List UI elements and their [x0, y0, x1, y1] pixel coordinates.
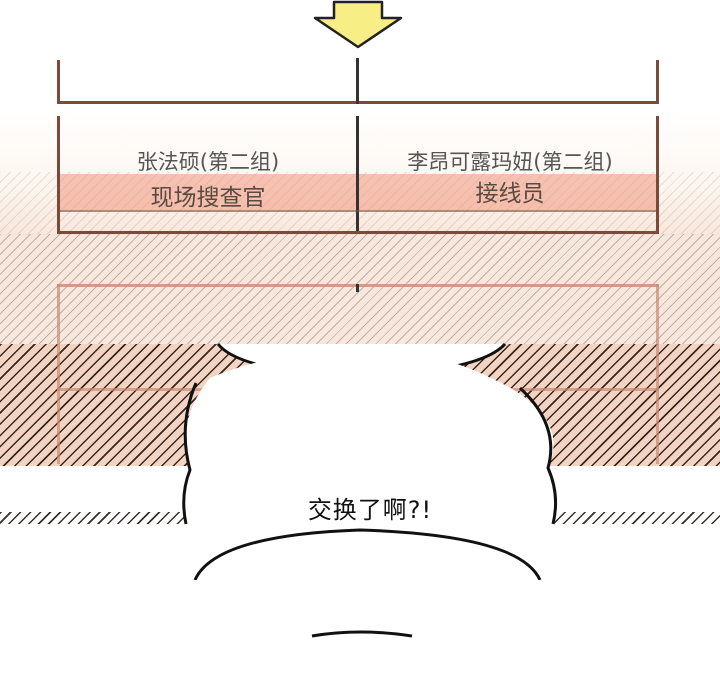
right-member-role: 接线员 [475, 181, 545, 207]
role-highlight-band [60, 174, 658, 210]
right-member-name: 李昂可露玛妞(第二组) [407, 150, 613, 174]
left-member-name: 张法硕(第二组) [136, 150, 280, 174]
left-member-role: 现场搜查官 [150, 185, 266, 211]
speech-text: 交换了啊?! [307, 496, 433, 524]
warm-background [0, 110, 720, 235]
speed-lines-band [0, 234, 720, 344]
